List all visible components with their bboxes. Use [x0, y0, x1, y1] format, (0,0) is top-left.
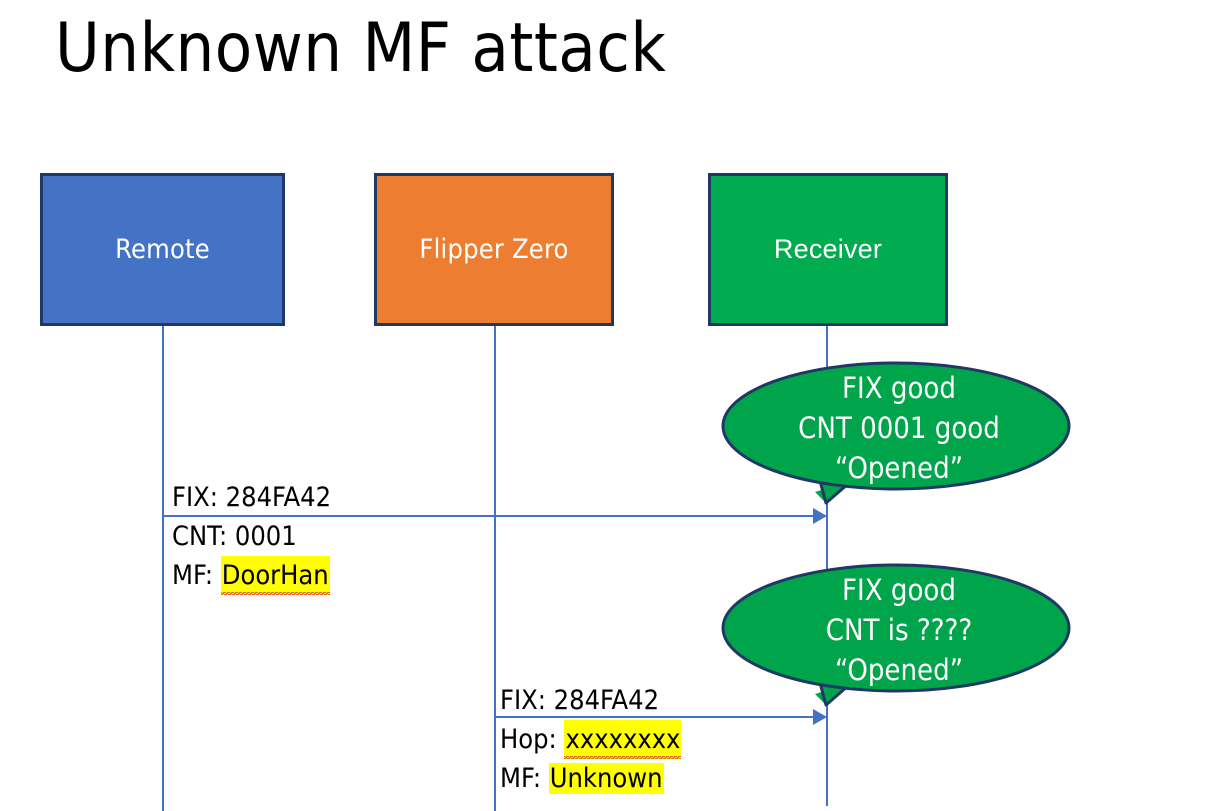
message-arrowhead-remote-to-receiver [813, 508, 827, 524]
actor-box-flipper-zero[interactable]: Flipper Zero [374, 173, 614, 326]
callout-first-reception[interactable]: FIX good CNT 0001 good “Opened” [720, 358, 1078, 523]
actor-box-remote[interactable]: Remote [40, 173, 285, 326]
actor-box-receiver[interactable]: Receiver [708, 173, 948, 326]
message-label-remote-to-receiver: FIX: 284FA42 CNT: 0001 MF: DoorHan [172, 478, 331, 595]
callout2-line-3: “Opened” [834, 653, 964, 687]
message2-line-mf-label: MF: [500, 763, 549, 794]
callout2-line-1: FIX good [842, 573, 956, 607]
message-line-mf-label: MF: [172, 560, 221, 591]
callout1-line-3: “Opened” [834, 451, 964, 485]
actor-label-receiver: Receiver [773, 234, 883, 264]
callout-second-reception-text: FIX good CNT is ???? “Opened” [720, 570, 1078, 690]
message2-line-fix-label: FIX: [500, 685, 554, 716]
callout1-line-1: FIX good [842, 371, 956, 405]
callout-first-reception-shape [721, 361, 1071, 505]
message-arrowhead-flipper-to-receiver [813, 709, 827, 725]
lifeline-flipper [494, 326, 496, 811]
message-line-fix: FIX: 284FA42 [172, 478, 331, 517]
message-line-mf-value: DoorHan [220, 556, 330, 595]
callout2-line-2: CNT is ???? [825, 613, 973, 647]
lifeline-receiver [826, 326, 828, 806]
callout-second-reception-shape [721, 563, 1071, 707]
lifeline-remote [162, 326, 164, 811]
callout-first-reception-text: FIX good CNT 0001 good “Opened” [720, 368, 1078, 488]
message-line-fix-value: 284FA42 [225, 482, 332, 513]
message-line-cnt-value: 0001 [234, 521, 297, 552]
message-line-cnt-label: CNT: [172, 521, 235, 552]
message2-line-hop-value: xxxxxxxx [564, 720, 682, 759]
message2-line-mf-value: Unknown [548, 763, 664, 794]
message-line-flipper-to-receiver [495, 716, 821, 718]
message2-line-hop: Hop: xxxxxxxx [500, 720, 682, 759]
message-line-cnt: CNT: 0001 [172, 517, 331, 556]
page-title: Unknown MF attack [55, 9, 667, 88]
callout-second-reception[interactable]: FIX good CNT is ???? “Opened” [720, 560, 1078, 725]
message2-line-hop-label: Hop: [500, 724, 565, 755]
message-line-fix-label: FIX: [172, 482, 226, 513]
message2-line-mf: MF: Unknown [500, 759, 681, 798]
callout1-line-2: CNT 0001 good [798, 411, 1000, 445]
message2-line-fix-value: 284FA42 [553, 685, 660, 716]
message2-line-fix: FIX: 284FA42 [500, 681, 681, 720]
actor-label-remote: Remote [115, 234, 210, 265]
message-line-remote-to-receiver [163, 515, 821, 517]
actor-label-flipper-zero: Flipper Zero [419, 234, 569, 265]
message-label-flipper-to-receiver: FIX: 284FA42 Hop: xxxxxxxx MF: Unknown [500, 681, 682, 798]
message-line-mf: MF: DoorHan [172, 556, 331, 595]
